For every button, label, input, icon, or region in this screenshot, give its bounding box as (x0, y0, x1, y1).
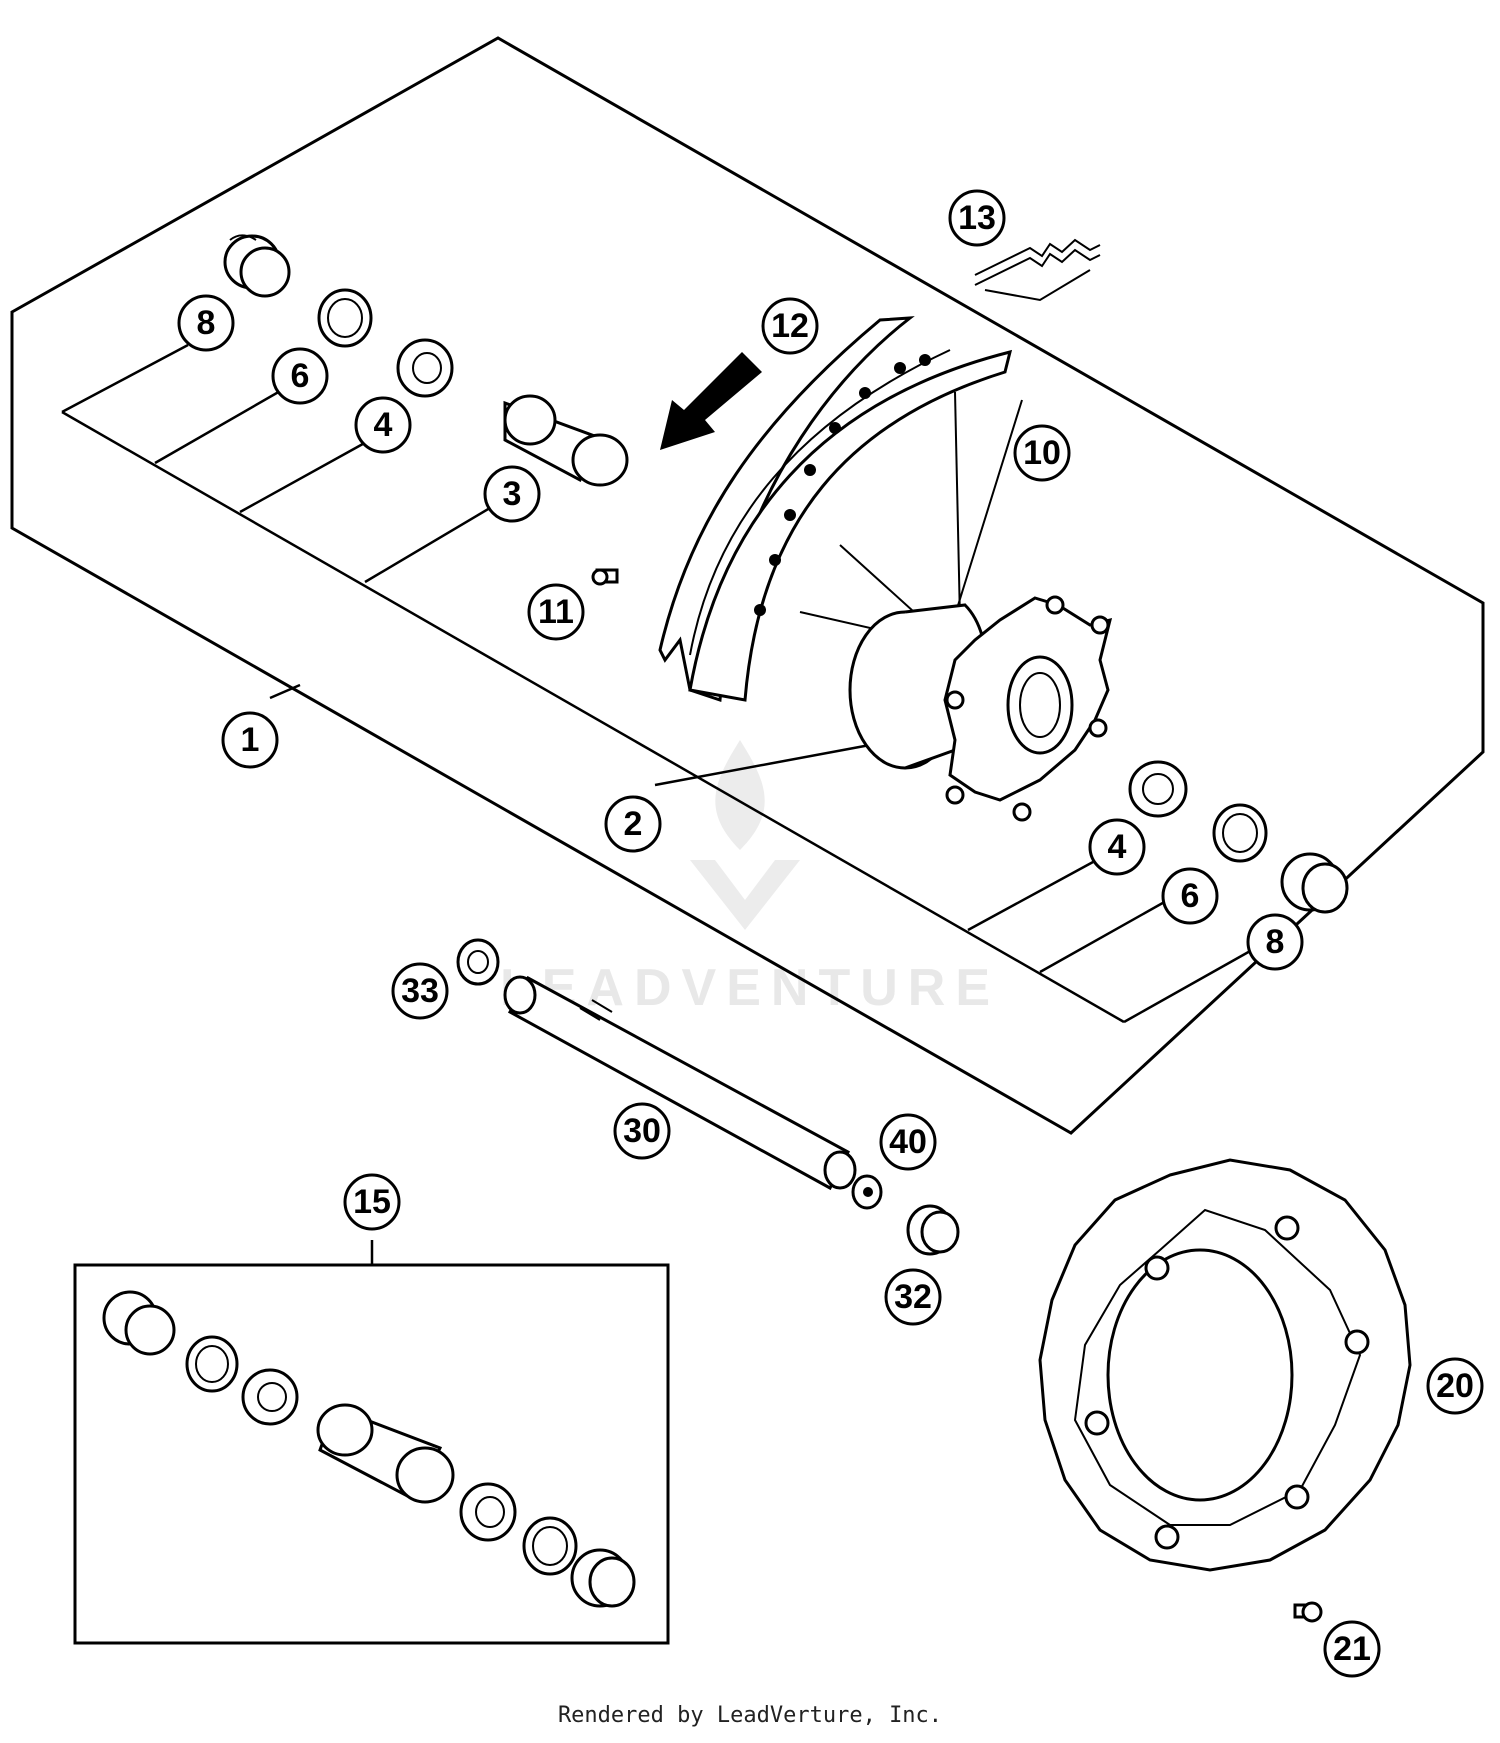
bearing-4-right (1128, 760, 1188, 818)
brake-disc-20 (1038, 1158, 1412, 1572)
callout-3: 3 (483, 465, 541, 523)
callout-1: 1 (221, 711, 279, 769)
callout-2-label: 2 (624, 805, 643, 843)
bearing-kit-frame (73, 1263, 670, 1645)
wheel-assembly-frame (10, 36, 1485, 1135)
shaft-seal-33 (456, 938, 500, 986)
direction-arrow (660, 352, 762, 450)
callout-13: 13 (948, 189, 1006, 247)
callout-4-left-label: 4 (374, 406, 393, 444)
callout-2: 2 (604, 795, 662, 853)
callout-4-right-label: 4 (1108, 828, 1127, 866)
leadventure-watermark: LEADVENTURE (500, 740, 990, 1017)
wheel-spindle-30 (503, 975, 857, 1191)
callout-30: 30 (613, 1102, 671, 1160)
distance-sleeve-3 (503, 394, 629, 487)
callout-32-label: 32 (894, 1278, 932, 1316)
callout-11-label: 11 (538, 593, 574, 631)
callout-40: 40 (879, 1113, 937, 1171)
bolt-21 (1293, 1601, 1323, 1623)
callout-15: 15 (343, 1173, 401, 1231)
callout-13-label: 13 (958, 199, 996, 237)
callout-10-label: 10 (1023, 434, 1061, 472)
callout-32: 32 (884, 1268, 942, 1326)
callout-10: 10 (1013, 424, 1071, 482)
callout-20-label: 20 (1436, 1367, 1474, 1405)
seal-6-left (317, 288, 373, 348)
bearing-4-left (396, 338, 454, 398)
callout-15-label: 15 (353, 1183, 391, 1221)
callout-3-label: 3 (503, 475, 522, 513)
callout-12: 12 (761, 297, 819, 355)
washer-40 (851, 1174, 883, 1210)
callout-20: 20 (1426, 1357, 1484, 1415)
callout-6-left: 6 (271, 347, 329, 405)
spacer-8-right (1280, 852, 1349, 914)
valve-11 (591, 568, 619, 586)
rim-tape-13 (974, 238, 1101, 302)
callout-40-label: 40 (889, 1123, 927, 1161)
callout-8-left-label: 8 (197, 304, 216, 342)
callout-11: 11 (527, 583, 585, 641)
callout-4-right: 4 (1088, 818, 1146, 876)
callout-30-label: 30 (623, 1112, 661, 1150)
rim-12 (658, 316, 1013, 703)
bearing-kit-parts (102, 1290, 636, 1608)
callout-8-right: 8 (1246, 913, 1304, 971)
callout-33-label: 33 (401, 972, 439, 1010)
nut-32 (906, 1204, 960, 1256)
callout-6-right-label: 6 (1181, 877, 1200, 915)
callout-12-label: 12 (771, 307, 809, 345)
callout-6-left-label: 6 (291, 357, 310, 395)
callout-8-left: 8 (177, 294, 235, 352)
callout-8-right-label: 8 (1266, 923, 1285, 961)
spacer-8-left (223, 234, 291, 298)
callout-4-left: 4 (354, 396, 412, 454)
leader-lines (61, 343, 1253, 1265)
callout-21: 21 (1323, 1620, 1381, 1678)
callout-1-label: 1 (241, 721, 260, 759)
seal-6-right (1212, 803, 1268, 863)
callout-6-right: 6 (1161, 867, 1219, 925)
hub-2 (848, 595, 1113, 822)
footer-credit: Rendered by LeadVerture, Inc. (557, 1703, 943, 1728)
callout-33: 33 (391, 962, 449, 1020)
callout-21-label: 21 (1333, 1630, 1371, 1668)
